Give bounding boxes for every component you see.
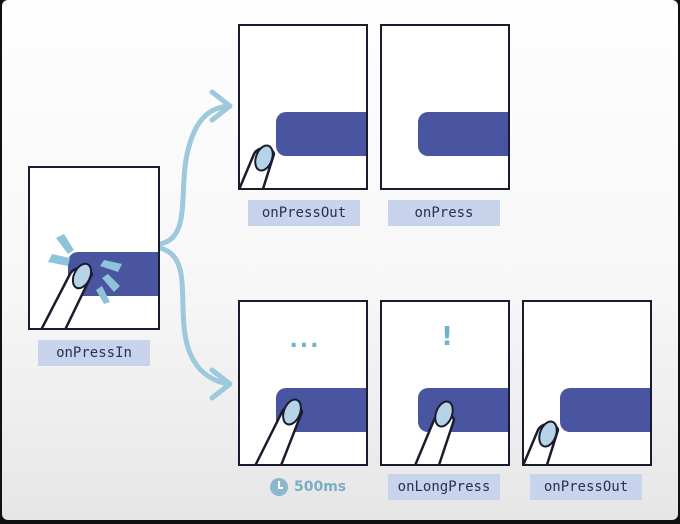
panel-long-press: ! xyxy=(380,300,510,466)
label-on-press-in: onPressIn xyxy=(38,340,150,366)
tap-burst-icon xyxy=(48,234,122,304)
panel-press-in xyxy=(28,166,160,330)
finger-icon xyxy=(240,144,276,188)
panel-press xyxy=(380,24,510,190)
target-button xyxy=(560,388,650,432)
panel-long-press-wait: ... xyxy=(238,300,368,466)
label-on-long-press: onLongPress xyxy=(388,474,500,500)
panel-press-out-bottom xyxy=(522,300,652,466)
finger-icon xyxy=(254,398,304,464)
label-on-press: onPress xyxy=(388,200,500,226)
timer-value: 500ms xyxy=(294,479,347,495)
timer-icon xyxy=(270,478,288,496)
finger-icon xyxy=(40,262,94,328)
target-button xyxy=(276,112,366,156)
finger-icon xyxy=(414,400,456,464)
triggered-indicator: ! xyxy=(441,322,453,352)
panel-press-out-top xyxy=(238,24,368,190)
waiting-indicator: ... xyxy=(289,328,321,353)
finger-icon xyxy=(524,420,560,464)
timer-label: 500ms xyxy=(270,478,346,496)
target-button xyxy=(418,112,508,156)
label-on-press-out-bottom: onPressOut xyxy=(530,474,642,500)
label-on-press-out-top: onPressOut xyxy=(248,200,360,226)
